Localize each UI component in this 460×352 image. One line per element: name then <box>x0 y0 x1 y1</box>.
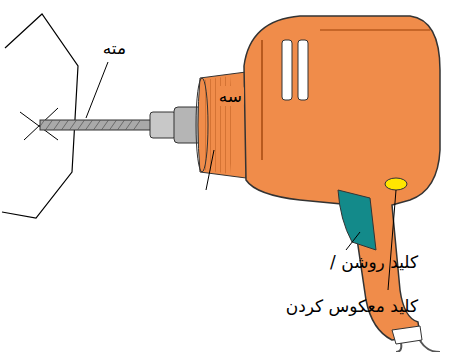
bit-flutes <box>40 120 140 130</box>
chuck-collar <box>150 112 176 138</box>
part-label: کلید روشن / <box>328 252 420 272</box>
part-label: کلید معکوس کردن <box>284 296 420 316</box>
leader-line <box>206 150 214 190</box>
chuck-face <box>196 78 208 172</box>
drill-bit <box>40 120 152 130</box>
trigger <box>338 190 376 250</box>
leader-line <box>346 232 360 250</box>
body-seam <box>261 40 263 160</box>
drill-body <box>244 16 440 340</box>
vent-slots <box>282 40 308 100</box>
leader-line <box>86 62 108 118</box>
leader-line <box>388 190 396 290</box>
reverse-button <box>385 178 407 190</box>
wall-plane <box>2 14 78 218</box>
cord-sleeve <box>392 326 422 344</box>
part-label: سه <box>217 86 244 106</box>
body-edge <box>320 29 430 31</box>
part-label: مته <box>101 38 128 58</box>
